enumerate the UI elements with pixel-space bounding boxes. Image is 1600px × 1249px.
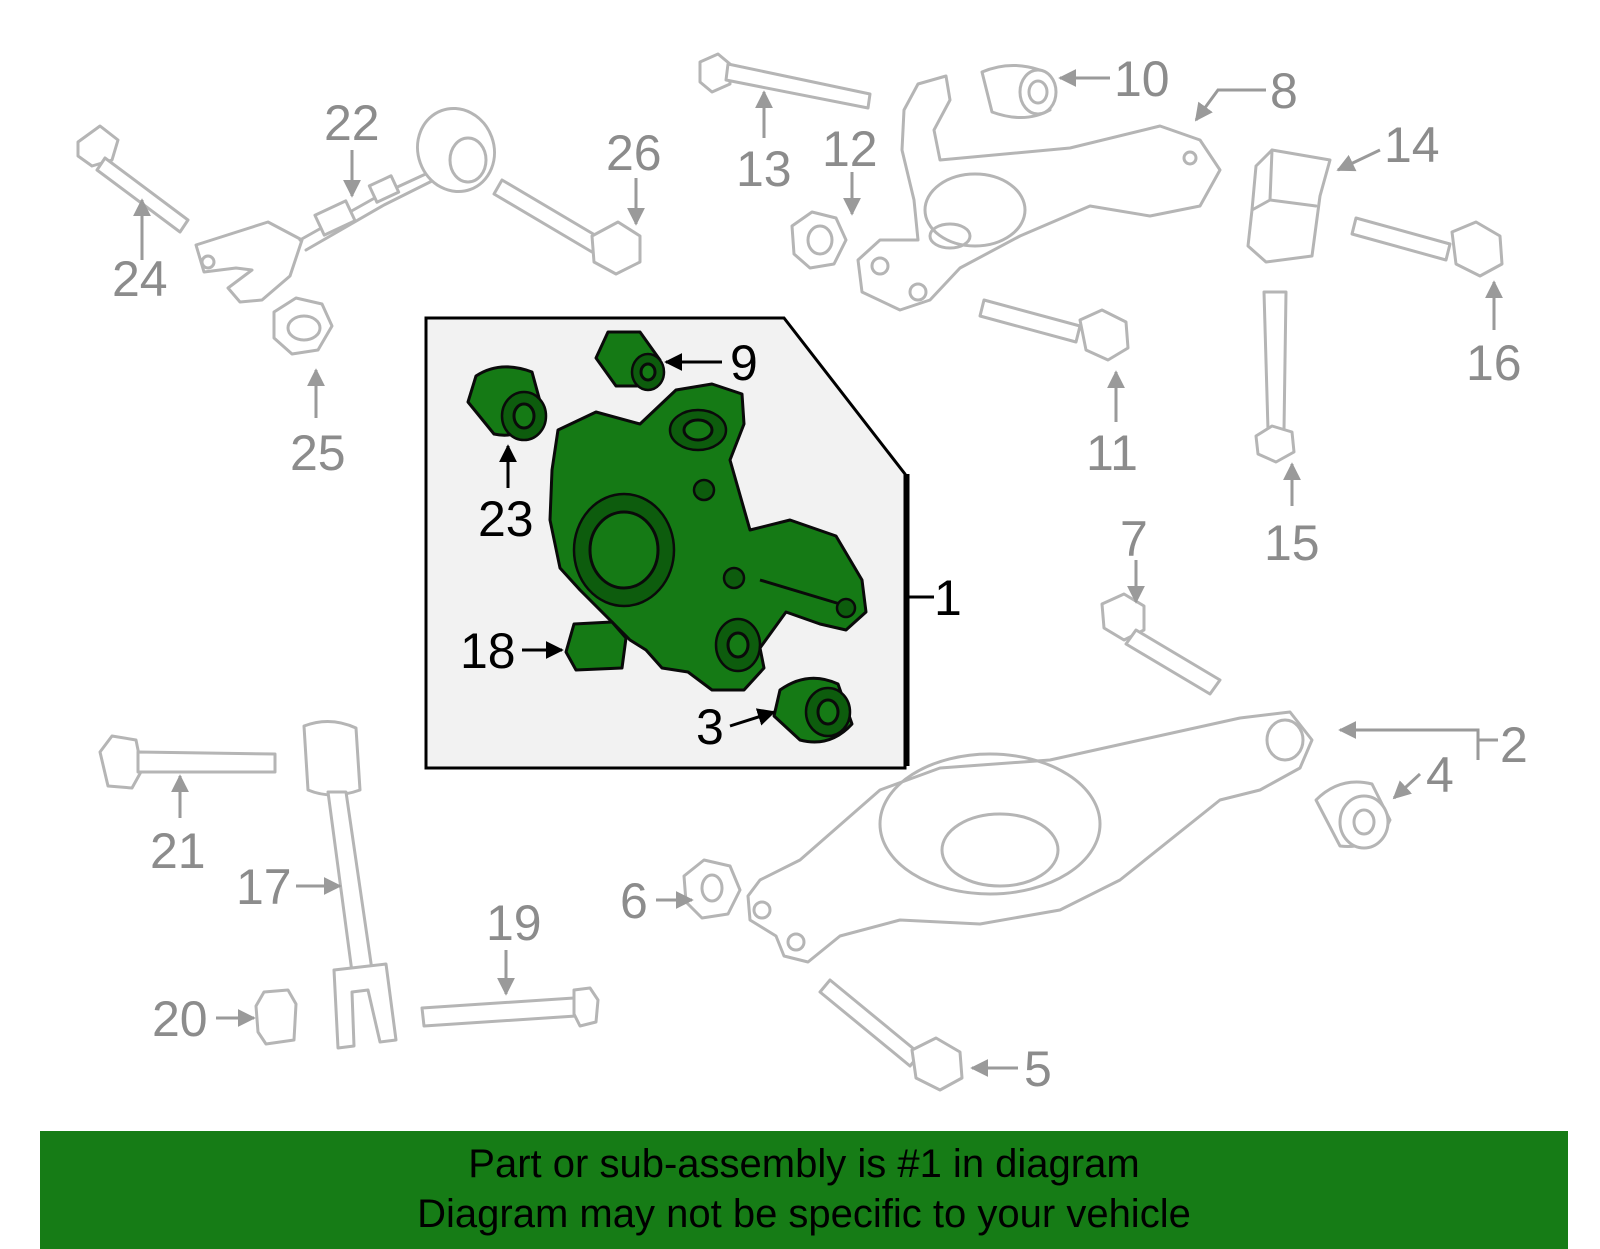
callout-12: 12 [822, 121, 878, 177]
part-23-bushing[interactable] [466, 365, 548, 442]
part-1-knuckle[interactable] [548, 382, 868, 692]
info-banner: Part or sub-assembly is #1 in diagram Di… [40, 1131, 1568, 1249]
callout-3: 3 [696, 699, 724, 755]
part-18-bracket[interactable] [564, 620, 628, 672]
callout-4: 4 [1426, 747, 1454, 803]
callout-16: 16 [1466, 335, 1522, 391]
callout-26: 26 [606, 125, 662, 181]
part-13-bolt [698, 52, 872, 110]
banner-line-2: Diagram may not be specific to your vehi… [417, 1192, 1191, 1236]
part-26-bolt [492, 178, 642, 276]
part-7-bolt [1100, 592, 1222, 696]
part-21-bolt [98, 734, 277, 790]
callout-18: 18 [460, 623, 516, 679]
callout-8: 8 [1270, 63, 1298, 119]
part-15-bolt [1254, 290, 1296, 464]
part-4-bushing [1314, 780, 1392, 850]
part-9-bushing[interactable] [594, 330, 666, 392]
callout-13: 13 [736, 141, 792, 197]
callout-20: 20 [152, 991, 208, 1047]
callout-6: 6 [620, 873, 648, 929]
part-24-bolt [76, 124, 190, 234]
part-16-bolt [1350, 216, 1504, 278]
callout-17: 17 [236, 859, 292, 915]
callout-5: 5 [1024, 1041, 1052, 1097]
callout-21: 21 [150, 823, 206, 879]
part-8-upper-arm [856, 74, 1222, 312]
callout-9: 9 [730, 335, 758, 391]
part-3-bushing[interactable] [772, 676, 854, 744]
callout-25: 25 [290, 425, 346, 481]
callout-19: 19 [486, 895, 542, 951]
part-14-bracket [1246, 148, 1332, 264]
part-12-nut [790, 210, 848, 270]
part-25-nut [272, 296, 334, 356]
callout-11: 11 [1086, 425, 1138, 481]
callout-2: 2 [1500, 717, 1528, 773]
callout-1: 1 [934, 570, 962, 626]
part-19-bolt [420, 986, 600, 1028]
banner-line-1: Part or sub-assembly is #1 in diagram [468, 1142, 1140, 1186]
callout-14: 14 [1384, 117, 1440, 173]
part-5-bolt [818, 978, 964, 1092]
part-22-toe-link [194, 106, 496, 304]
part-11-bolt [978, 298, 1130, 362]
callout-23: 23 [478, 491, 534, 547]
callout-7: 7 [1120, 511, 1148, 567]
part-6-nut [682, 858, 742, 920]
part-10-bushing [980, 64, 1058, 119]
part-20-nut [254, 988, 298, 1046]
callout-15: 15 [1264, 515, 1320, 571]
part-17-link [302, 720, 398, 1050]
callout-24: 24 [112, 251, 168, 307]
callout-22: 22 [324, 95, 380, 151]
callout-10: 10 [1114, 51, 1170, 107]
part-2-lower-arm [746, 710, 1314, 964]
